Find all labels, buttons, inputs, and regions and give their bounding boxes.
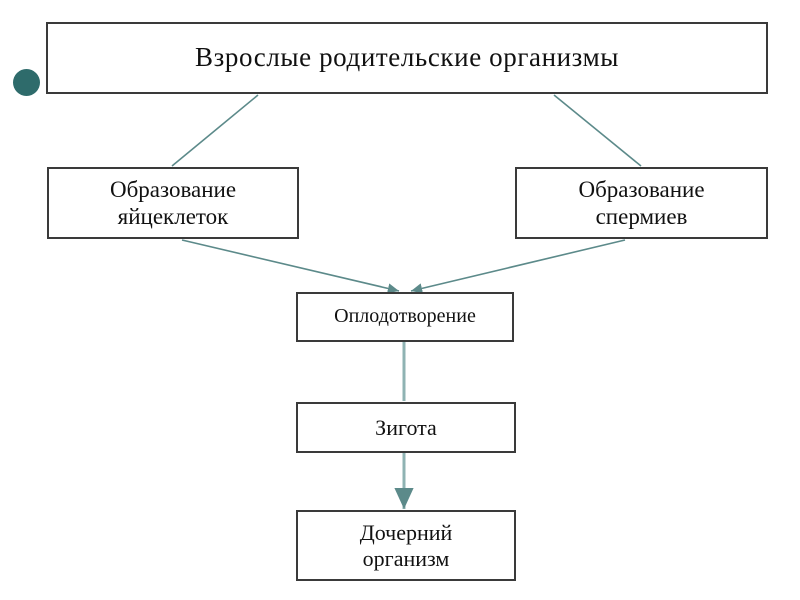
- node-zygote-label: Зигота: [375, 414, 437, 440]
- edge-sperm-to-fertilization: [410, 239, 626, 294]
- node-sperm-formation-label: Образование спермиев: [578, 176, 705, 229]
- node-offspring-organism[interactable]: Дочерний организм: [296, 510, 516, 581]
- bullet-point-marker: [13, 69, 40, 96]
- node-fertilization[interactable]: Оплодотворение: [296, 292, 514, 342]
- edge-parent-to-eggs: [171, 94, 259, 167]
- node-zygote[interactable]: Зигота: [296, 402, 516, 453]
- node-sperm-formation[interactable]: Образование спермиев: [515, 167, 768, 239]
- edge-parent-to-sperm: [553, 94, 642, 167]
- node-offspring-organism-label: Дочерний организм: [359, 519, 453, 571]
- node-fertilization-label: Оплодотворение: [334, 305, 476, 328]
- node-parent-organisms-label: Взрослые родительские организмы: [194, 42, 619, 73]
- edge-eggs-to-fertilization: [181, 239, 400, 294]
- node-egg-formation-label: Образование яйцеклеток: [109, 176, 237, 229]
- node-egg-formation[interactable]: Образование яйцеклеток: [47, 167, 299, 239]
- node-parent-organisms[interactable]: Взрослые родительские организмы: [46, 22, 768, 94]
